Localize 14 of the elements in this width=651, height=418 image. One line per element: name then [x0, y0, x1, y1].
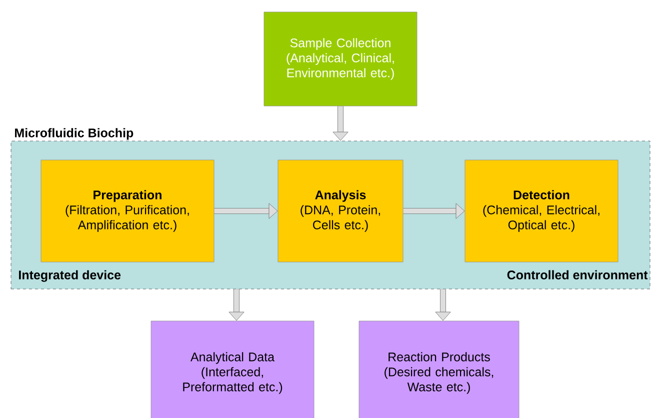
panel-title: Microfluidic Biochip — [15, 128, 134, 140]
process-box: Preparation (Filtration, Purification, Amplification etc.) — [40, 160, 214, 262]
panel-label: Integrated device — [19, 270, 121, 282]
panel-label: Controlled environment — [507, 270, 648, 280]
process-box: Analysis (DNA, Protein, Cells etc.) — [278, 160, 404, 262]
block-arrow — [435, 289, 451, 321]
process-box: Sample Collection (Analytical, Clinical, Environmental etc.) — [264, 12, 418, 106]
block-arrow — [214, 203, 278, 219]
output-box: Reaction Products (Desired chemicals, Waste etc.) — [358, 320, 520, 418]
block-arrow — [332, 106, 348, 141]
process-box: Detection (Chemical, Electrical, Optical etc.) — [464, 160, 618, 262]
block-arrow — [403, 203, 465, 219]
output-box: Analytical Data (Interfaced, Preformatted etc.) — [150, 320, 314, 418]
block-arrow — [228, 289, 244, 321]
